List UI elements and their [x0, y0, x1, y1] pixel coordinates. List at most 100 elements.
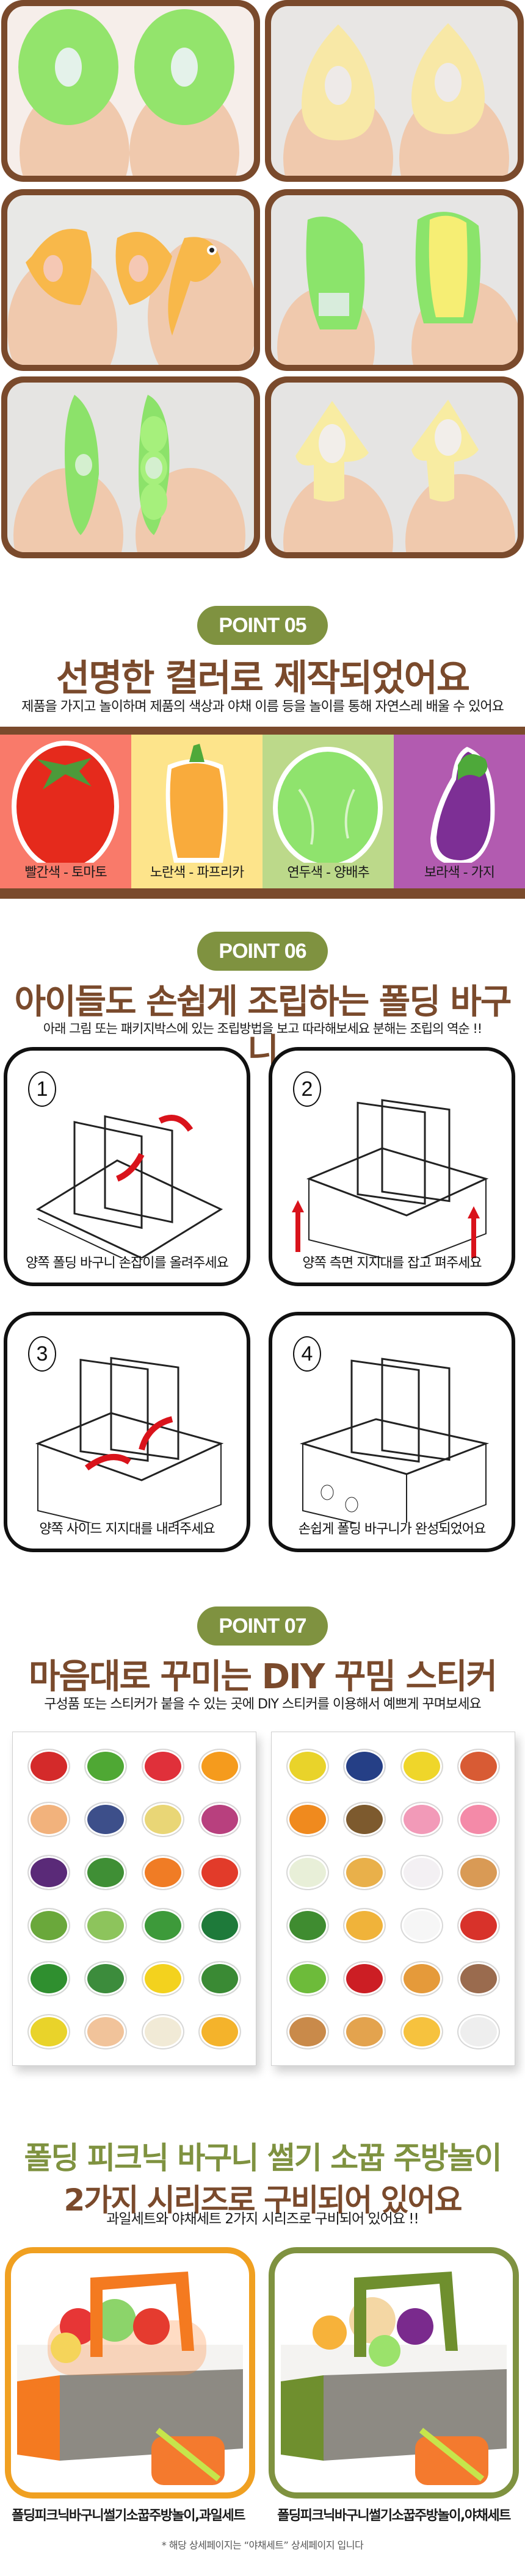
sticker-potato: [134, 1793, 192, 1846]
step-number-1: 1: [28, 1071, 56, 1107]
sticker-hot-dog: [451, 1740, 508, 1793]
bread-icon: [343, 2013, 386, 2049]
spinach-icon: [198, 1907, 242, 1943]
product-caption-vegetable-set: 폴딩피크닉바구니썰기소꿉주방놀이,야채세트: [277, 2508, 511, 2524]
sticker-corn: [20, 2005, 78, 2058]
step-caption-1: 양쪽 폴딩 바구니 손잡이를 올려주세요: [26, 1256, 229, 1271]
garlic-icon: [400, 1854, 443, 1890]
photo-card-cabbage: [1, 0, 260, 182]
sticker-strawberry: [134, 1740, 192, 1793]
sticker-kale: [192, 1952, 249, 2005]
hot-dog-icon: [457, 1748, 501, 1784]
sticker-sweet-potato: [192, 1793, 249, 1846]
kale-icon: [198, 1960, 242, 1996]
point05-subtitle: 제품을 가지고 놀이하며 제품의 색상과 야채 이름 등을 놀이를 통해 자연스…: [21, 699, 504, 714]
sticker-dumplings: [134, 2005, 192, 2058]
carrot-icon: [141, 1854, 184, 1890]
grapes-icon: [84, 1801, 128, 1837]
sticker-pumpkin: [279, 1793, 336, 1846]
photo-card-peapod: [1, 376, 260, 558]
sticker-green-pepper: [20, 1952, 78, 2005]
sticker-coffee-cup: [451, 1952, 508, 2005]
bok-choy-icon: [84, 1907, 128, 1943]
basket-step1-illustration: [35, 1115, 223, 1258]
photo-card-corn: [265, 189, 524, 371]
pineapple-icon: [198, 2013, 242, 2049]
corn-icon: [286, 1748, 329, 1784]
step-card-3: 3 양쪽 사이드 지지대를 내려주세요: [4, 1312, 250, 1552]
sticker-apple: [20, 1740, 78, 1793]
sticker-burger: [393, 1952, 451, 2005]
sticker-watermelon: [78, 1846, 135, 1899]
product-card-fruit-set[interactable]: [5, 2247, 255, 2499]
sticker-cannoli: [279, 2005, 336, 2058]
kiwi-icon: [343, 1801, 386, 1837]
eggplant-icon: [27, 1854, 70, 1890]
eggplant-icon: [430, 747, 495, 863]
step-caption-4: 손쉽게 폴딩 바구니가 완성되었어요: [298, 1522, 487, 1537]
orange-juice-icon: [400, 2013, 443, 2049]
paprika-icon: [165, 744, 228, 863]
basket-step3-illustration: [35, 1356, 224, 1523]
rice-bowl-icon: [400, 1907, 443, 1943]
basket-step4-illustration: [299, 1358, 490, 1523]
cucumber-icon: [27, 1907, 70, 1943]
orange-icon: [198, 1748, 242, 1784]
blueberries-icon: [343, 1748, 386, 1784]
peas-icon: [286, 1960, 329, 1996]
sticker-pears: [393, 1740, 451, 1793]
sticker-eggs: [78, 2005, 135, 2058]
sticker-bread: [336, 2005, 394, 2058]
vegetable-basket-image: [281, 2272, 507, 2485]
onion-photo: [283, 23, 509, 176]
series-subtitle: 과일세트와 야채세트 2가지 시리즈로 구비되어 있어요 !!: [106, 2211, 419, 2227]
sticker-sandwich: [336, 1846, 394, 1899]
fish-photo: [7, 229, 254, 365]
product-caption-fruit-set: 폴딩피크닉바구니썰기소꿉주방놀이,과일세트: [12, 2508, 245, 2524]
point05-title: 선명한 컬러로 제작되었어요: [56, 657, 470, 700]
step-card-4: 4 손쉽게 폴딩 바구니가 완성되었어요: [269, 1312, 515, 1552]
apple-icon: [27, 1748, 70, 1784]
donut-icon: [457, 1801, 501, 1837]
series-title-line1: 폴딩 피크닉 바구니 썰기 소꿉 주방놀이: [24, 2140, 502, 2176]
green-pepper-icon: [27, 1960, 70, 1996]
color-label-lightgreen: 연두색 - 양배추: [287, 865, 369, 880]
sticker-carrot: [134, 1846, 192, 1899]
sticker-eggplant: [20, 1846, 78, 1899]
color-panel-purple: 보라색 - 가지: [394, 735, 525, 888]
strawberry-icon: [141, 1748, 184, 1784]
sticker-grid-1: [20, 1740, 248, 2058]
lettuce-icon: [84, 1960, 128, 1996]
pumpkin-icon: [286, 1801, 329, 1837]
potato-icon: [141, 1801, 184, 1837]
sticker-pizza: [336, 1899, 394, 1952]
sticker-broccoli: [279, 1899, 336, 1952]
point06-badge: POINT 06: [197, 932, 328, 971]
series-title-line2: 2가지 시리즈로 구비되어 있어요: [63, 2182, 462, 2218]
sticker-sheet-2: [271, 1732, 515, 2066]
tomato-icon: [12, 741, 119, 863]
sticker-cherries: [336, 1952, 394, 2005]
color-panel-lightgreen: 연두색 - 양배추: [262, 735, 394, 888]
photo-card-mushroom: [265, 376, 524, 558]
sticker-snow-peas: [134, 1899, 192, 1952]
tomato-icon: [198, 1854, 242, 1890]
cabbage-photo: [18, 9, 239, 176]
sticker-celery: [78, 1740, 135, 1793]
point06-subtitle: 아래 그림 또는 패키지박스에 있는 조립방법을 보고 따라해보세요 분해는 조…: [43, 1021, 482, 1036]
step-card-1: 1 양쪽 폴딩 바구니 손잡이를 올려주세요: [4, 1047, 250, 1286]
product-card-vegetable-set[interactable]: [269, 2247, 519, 2499]
sandwich-icon: [343, 1854, 386, 1890]
color-panel-yellow: 노란색 - 파프리카: [131, 735, 262, 888]
step-number-2: 2: [293, 1071, 321, 1107]
sticker-orange: [192, 1740, 249, 1793]
sticker-tomato: [192, 1846, 249, 1899]
sticker-grapes: [78, 1793, 135, 1846]
sticker-garlic: [393, 1846, 451, 1899]
banana-icon: [141, 1960, 184, 1996]
mushroom-photo: [283, 400, 515, 552]
sweet-potato-icon: [198, 1801, 242, 1837]
color-band: 빨간색 - 토마토 노란색 - 파프리카 연두색 - 양배추: [0, 727, 525, 899]
cabbage-icon: [273, 747, 383, 863]
sticker-bok-choy: [78, 1899, 135, 1952]
